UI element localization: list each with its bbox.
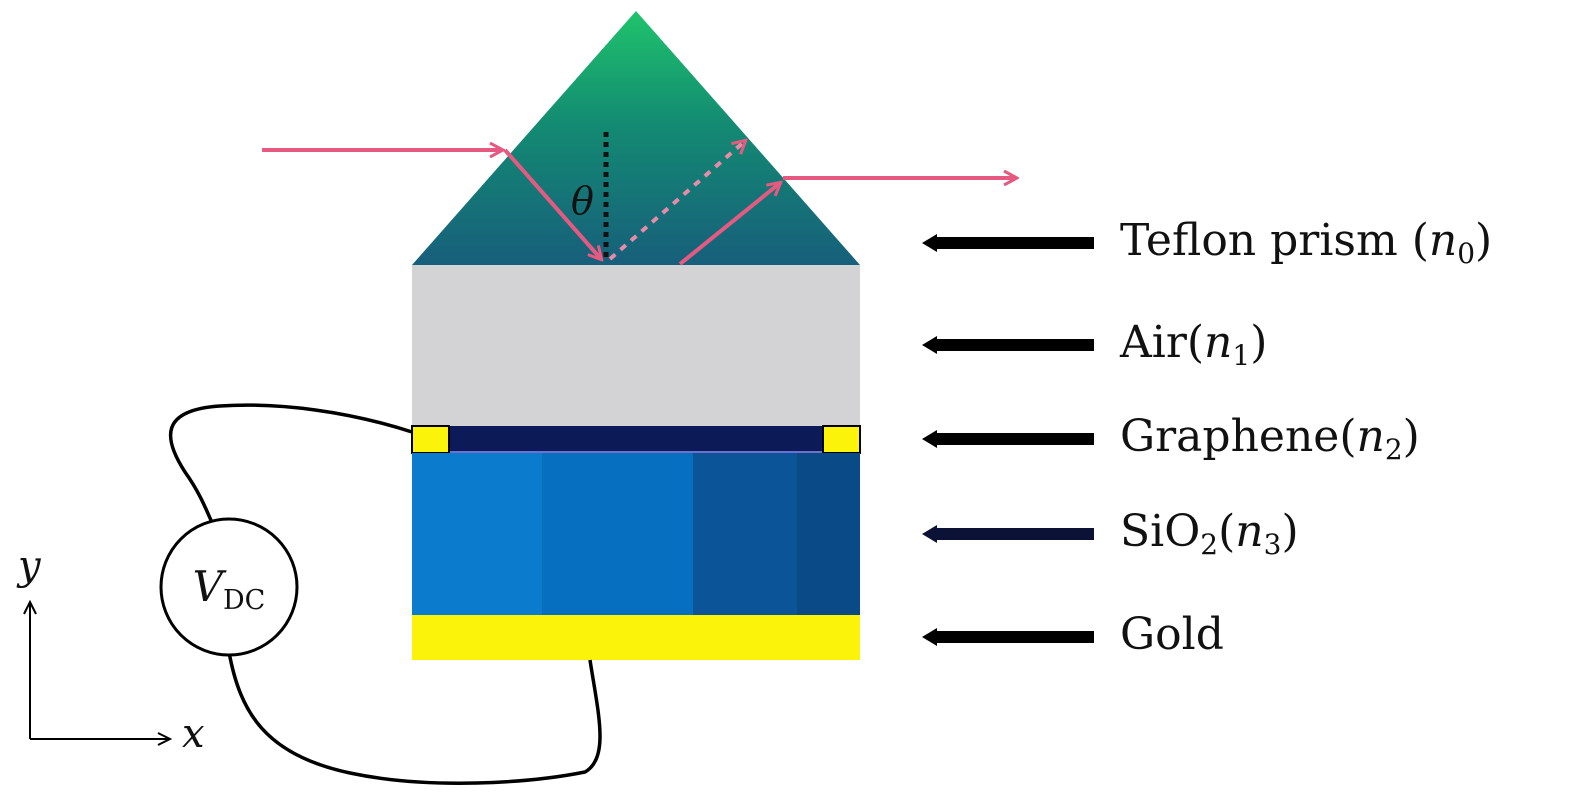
layer-pointer-arrows <box>922 234 1094 646</box>
left-electrode <box>411 425 450 454</box>
coordinate-axes: y x <box>16 543 205 757</box>
y-axis-label: y <box>16 543 42 589</box>
circuit-wires <box>168 403 602 785</box>
prism-pointer-arrow <box>922 234 1094 252</box>
air-pointer-arrow <box>922 336 1094 354</box>
angle-theta-label: θ <box>571 179 594 223</box>
layer-labels: Teflon prism (n0) Air(n1) Graphene(n2) S… <box>1119 215 1492 660</box>
gold-label: Gold <box>1120 609 1224 660</box>
air-label: Air(n1) <box>1119 317 1267 372</box>
gold-layer <box>412 615 860 660</box>
voltage-source-label: VDC <box>193 562 266 616</box>
laser-beam-path <box>262 141 1016 266</box>
graphene-label: Graphene(n2) <box>1120 411 1420 466</box>
sio2-pointer-arrow <box>922 525 1094 543</box>
sio2-layer <box>412 453 860 615</box>
graphene-pointer-arrow <box>922 430 1094 448</box>
graphene-layer <box>412 426 860 453</box>
x-axis-label: x <box>182 711 205 757</box>
prism-label: Teflon prism (n0) <box>1120 215 1492 270</box>
gold-pointer-arrow <box>922 628 1094 646</box>
air-layer <box>412 265 860 426</box>
teflon-prism <box>412 11 860 265</box>
voltage-source <box>159 517 299 657</box>
right-electrode <box>822 425 861 454</box>
sio2-label: SiO2(n3) <box>1120 506 1299 561</box>
